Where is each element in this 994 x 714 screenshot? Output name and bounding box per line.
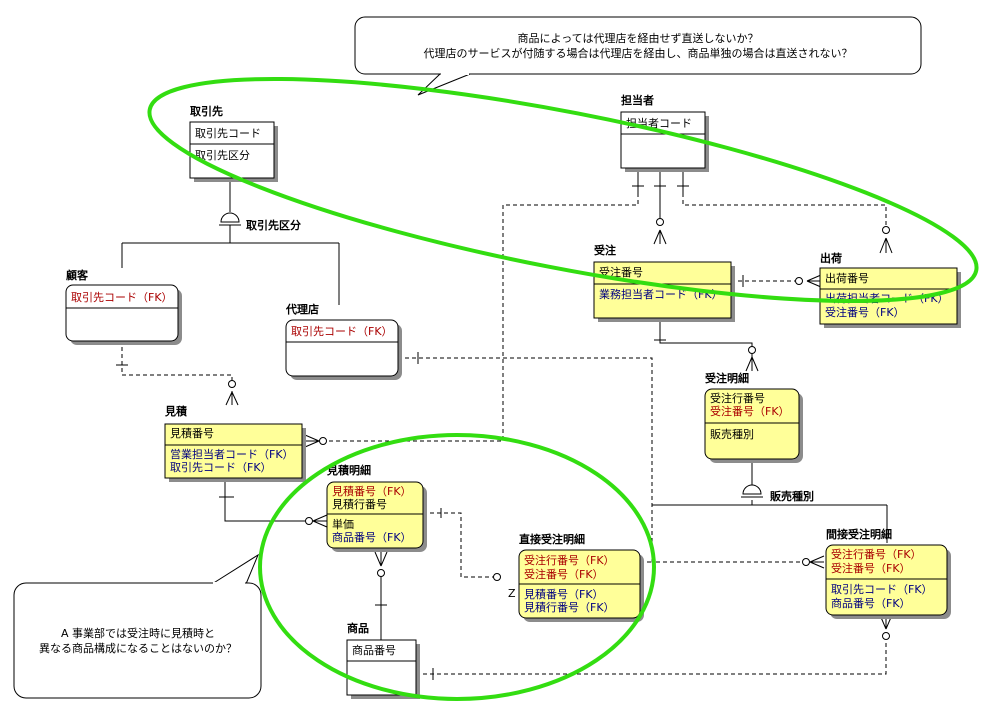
- attr: 商品番号（FK）: [332, 530, 412, 544]
- entity-title: 見積: [164, 404, 188, 418]
- pk-attr: 見積番号: [170, 426, 214, 440]
- attr: 単価: [332, 517, 354, 531]
- rel-mitsumori-meisai: [224, 478, 305, 522]
- rel-tantousha-shukka: [682, 193, 887, 228]
- category-label-hanbai: 販売種別: [770, 489, 814, 503]
- pk-attr: 受注行番号（FK）: [524, 553, 615, 567]
- attr: 見積行番号（FK）: [524, 600, 615, 614]
- pk-attr: 受注番号（FK）: [831, 561, 911, 575]
- entity-title: 顧客: [66, 268, 89, 282]
- callout-top-line2: 代理店のサービスが付随する場合は代理店を経由し、商品単独の場合は直送されない？: [424, 46, 853, 60]
- rel-tantousha-mitsumori: [327, 193, 639, 442]
- entity-title: 取引先: [190, 104, 223, 118]
- rel-kokyaku-mitsumori: [121, 340, 233, 392]
- pk-attr: 受注番号（FK）: [524, 567, 604, 581]
- entity-title: 受注: [594, 243, 616, 257]
- callout-top: 商品によっては代理店を経由せず直送しないか？ 代理店のサービスが付随する場合は代…: [354, 16, 922, 96]
- rel-shohin-kansetsu: [416, 641, 887, 675]
- pk-attr: 出荷番号: [825, 271, 869, 285]
- entity-title: 担当者: [621, 93, 654, 107]
- rel-juchu-meisai: [659, 318, 753, 357]
- entity-shohin[interactable]: 商品 商品番号: [346, 621, 420, 699]
- pk-attr: 取引先コード: [195, 126, 261, 140]
- z-label: Z: [508, 587, 516, 600]
- highlight-oval-meisai: [258, 433, 656, 701]
- entity-title: 見積明細: [326, 463, 371, 477]
- entity-juchu-meisai[interactable]: 受注明細 受注行番号 受注番号（FK） 販売種別: [704, 371, 803, 463]
- entity-title: 間接受注明細: [826, 527, 892, 541]
- pk-attr: 受注番号（FK）: [710, 404, 790, 418]
- callout-left-line2: 異なる商品構成になることはないのか？: [39, 641, 237, 655]
- pk-attr: 商品番号: [352, 643, 396, 657]
- entity-juchu[interactable]: 受注 受注番号 業務担当者コード（FK）: [593, 243, 735, 322]
- subtype-symbol-torihikisaki: [220, 212, 240, 223]
- entity-title: 出荷: [820, 251, 842, 265]
- attr: 取引先コード（FK）: [170, 460, 272, 474]
- entity-kokyaku[interactable]: 顧客 取引先コード（FK）: [65, 268, 182, 345]
- attr: 受注番号（FK）: [825, 305, 905, 319]
- relationship-lines: [116, 167, 888, 680]
- pk-attr: 見積行番号: [332, 497, 387, 511]
- attr: 商品番号（FK）: [831, 596, 911, 610]
- attr: 取引先区分: [195, 148, 250, 162]
- one-marks: [116, 185, 744, 680]
- entity-title: 代理店: [285, 302, 319, 316]
- entity-title: 商品: [347, 621, 369, 635]
- subtype-symbol-hanbai: [742, 484, 762, 495]
- rel-mmeisai-chokusetsu: [423, 512, 494, 578]
- callout-left-line1: A 事業部では受注時に見積時と: [61, 626, 215, 640]
- attr: 営業担当者コード（FK）: [170, 447, 294, 461]
- entity-mitsumori[interactable]: 見積 見積番号 営業担当者コード（FK） 取引先コード（FK）: [164, 404, 306, 482]
- cardinality-marks: [219, 212, 893, 640]
- entity-title: 受注明細: [705, 371, 749, 385]
- category-label-torihikisaki: 取引先区分: [246, 218, 301, 232]
- callout-left: A 事業部では受注時に見積時と 異なる商品構成になることはないのか？: [13, 553, 262, 699]
- pk-attr: 受注番号: [599, 265, 643, 279]
- rel-hanbai-bar: [652, 500, 887, 506]
- entity-kansetsu-juchu-meisai[interactable]: 間接受注明細 受注行番号（FK） 受注番号（FK） 取引先コード（FK） 商品番…: [825, 527, 951, 619]
- attr: 取引先コード（FK）: [831, 582, 933, 596]
- rel-dairiten-kansetsu: [398, 357, 803, 563]
- pk-attr: 取引先コード（FK）: [71, 290, 173, 304]
- callout-top-line1: 商品によっては代理店を経由せず直送しないか？: [518, 31, 759, 45]
- highlight-oval-dairiten-path: [147, 77, 979, 303]
- entity-dairiten[interactable]: 代理店 取引先コード（FK）: [285, 302, 402, 380]
- pk-attr: 取引先コード（FK）: [291, 324, 393, 338]
- pk-attr: 受注行番号: [710, 391, 765, 405]
- entity-mitsumori-meisai[interactable]: 見積明細 見積番号（FK） 見積行番号 単価 商品番号（FK）: [326, 463, 427, 552]
- attr: 見積番号（FK）: [524, 587, 604, 601]
- pk-attr: 見積番号（FK）: [332, 484, 412, 498]
- pk-attr: 受注行番号（FK）: [831, 547, 922, 561]
- entity-shukka[interactable]: 出荷 出荷番号 出荷担当者コード（FK） 受注番号（FK）: [819, 251, 961, 328]
- entity-torihikisaki[interactable]: 取引先 取引先コード 取引先区分: [189, 104, 278, 182]
- entity-chokusetsu-juchu-meisai[interactable]: 直接受注明細 受注行番号（FK） 受注番号（FK） 見積番号（FK） 見積行番号…: [518, 532, 644, 622]
- pk-attr: 担当者コード: [626, 116, 692, 130]
- attr: 販売種別: [710, 427, 754, 441]
- entity-title: 直接受注明細: [519, 532, 585, 546]
